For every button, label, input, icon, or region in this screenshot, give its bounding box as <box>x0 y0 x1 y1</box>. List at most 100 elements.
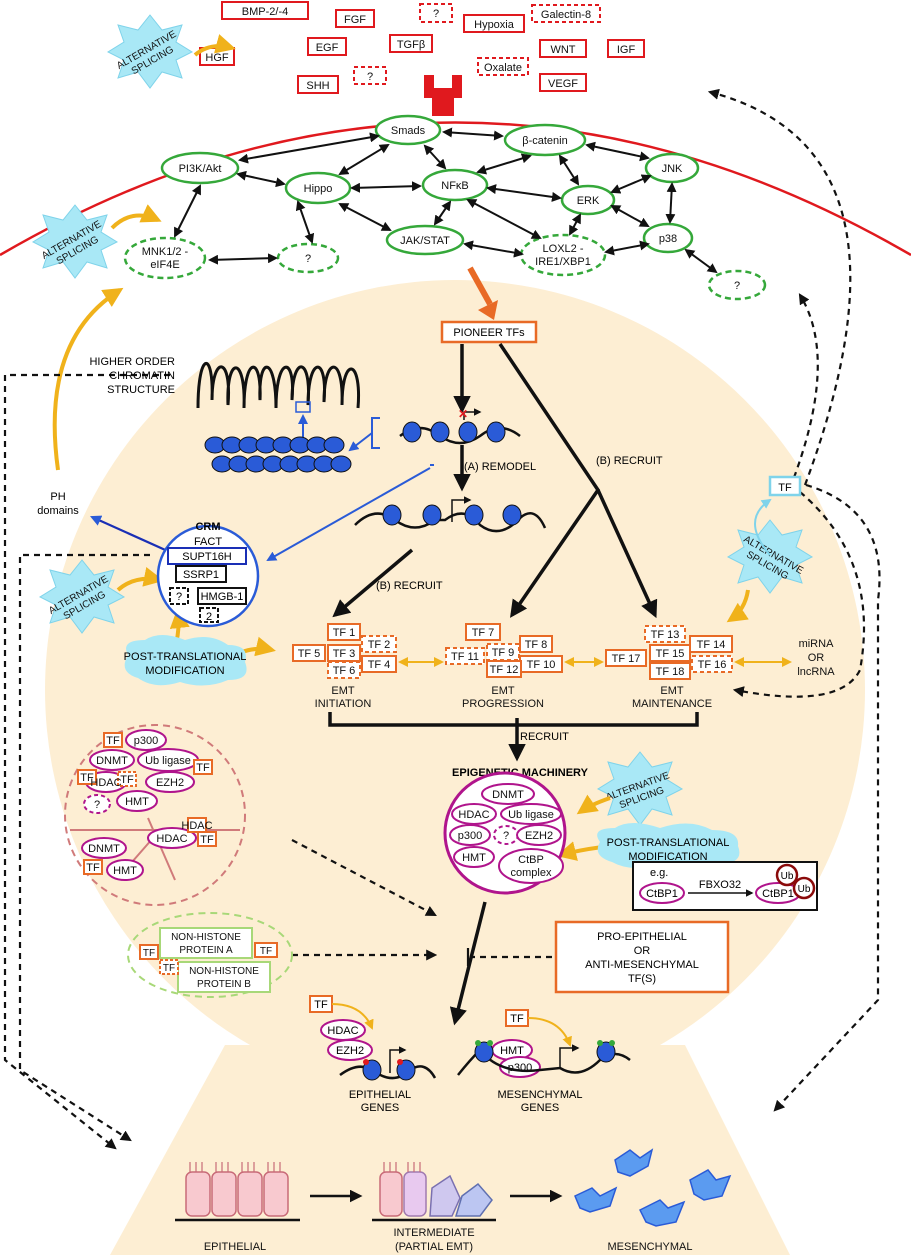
compact-chromatin-icon <box>204 436 352 473</box>
crm-title: CRM <box>195 521 220 533</box>
tf-18: TF 18 <box>656 666 685 678</box>
lc-p300: p300 <box>134 735 158 747</box>
node-ire1: IRE1/XBP1 <box>535 256 591 268</box>
stage-mesenchymal: MESENCHYMAL <box>608 1241 693 1253</box>
em-unknown: ? <box>503 830 509 842</box>
lc-tf-6: TF <box>86 862 100 874</box>
stage-intermediate-1: INTERMEDIATE <box>393 1227 474 1239</box>
lc-unknown: ? <box>94 799 100 811</box>
stage-intermediate-2: (PARTIAL EMT) <box>395 1241 473 1253</box>
ligand-igf: IGF <box>617 44 636 56</box>
node-eif4e: eIF4E <box>150 259 179 271</box>
crm-ssrp1: SSRP1 <box>183 569 219 581</box>
lc-tf-2: TF <box>80 772 94 784</box>
node-erk: ERK <box>577 195 600 207</box>
recruit-b-label: (B) RECRUIT <box>596 455 663 467</box>
ligand-oxalate: Oxalate <box>484 62 522 74</box>
epi-ezh2: EZH2 <box>336 1045 364 1057</box>
mirna-2: OR <box>808 652 825 664</box>
ligand-unknown-2: ? <box>367 71 373 83</box>
ctbp1-b: CtBP1 <box>762 888 794 900</box>
nucleosome-dna-open <box>354 496 547 533</box>
ligand-wnt: WNT <box>550 44 575 56</box>
crm-fact: FACT <box>194 536 222 548</box>
em-hmt: HMT <box>462 852 486 864</box>
mes-genes-1: MESENCHYMAL <box>498 1089 583 1101</box>
alt-splicing-star-4: ALTERNATIVESPLICING <box>726 519 814 594</box>
epi-genes-1: EPITHELIAL <box>349 1089 411 1101</box>
em-ctbp-complex: complex <box>511 867 552 879</box>
tf-16: TF 16 <box>698 659 727 671</box>
node-loxl2: LOXL2 - <box>543 243 584 255</box>
em-dnmt: DNMT <box>492 789 524 801</box>
lc-ezh2: EZH2 <box>156 777 184 789</box>
nh-a1: NON-HISTONE <box>171 932 241 943</box>
ligand-fgf: FGF <box>344 14 366 26</box>
ligand-vegf: VEGF <box>548 78 578 90</box>
cell-membrane <box>0 121 911 257</box>
alt-splicing-star-2: ALTERNATIVESPLICING <box>31 204 119 279</box>
lc-tf-5: TF <box>200 834 214 846</box>
epithelial-cells-icon <box>175 1162 300 1222</box>
lc-hdac-3: HDAC <box>156 833 187 845</box>
em-p300: p300 <box>458 830 482 842</box>
tf-15: TF 15 <box>656 648 685 660</box>
remodel-label: (A) REMODEL <box>464 461 536 473</box>
signaling-arrows <box>174 127 718 274</box>
alt-splicing-star-3: ALTERNATIVESPLICING <box>38 559 126 634</box>
nh-tf-2: TF <box>260 946 272 957</box>
main-arrows <box>332 343 658 1026</box>
epi-genes-2: GENES <box>361 1102 400 1114</box>
ph-arrow <box>89 515 173 555</box>
crm-unknown-2: 2 <box>206 611 212 623</box>
ligand-tgfb: TGFβ <box>397 39 425 51</box>
ligand-egf: EGF <box>316 42 339 54</box>
lc-tf-3: TF <box>120 774 134 786</box>
ligand-bmp: BMP-2/-4 <box>242 6 288 18</box>
tf-7: TF 7 <box>472 627 495 639</box>
lc-dnmt-2: DNMT <box>88 843 120 855</box>
fbxo32: FBXO32 <box>699 879 741 891</box>
mirna-1: miRNA <box>799 638 834 650</box>
tf-4: TF 4 <box>368 659 391 671</box>
emt-progression-1: EMT <box>491 685 515 697</box>
tf-spliced: TF <box>778 482 792 494</box>
node-unknown-1: ? <box>305 253 311 265</box>
ligand-boxes <box>199 1 645 94</box>
ligand-galectin: Galectin-8 <box>541 9 591 21</box>
emt-maintenance-2: MAINTENANCE <box>632 698 712 710</box>
tf-12: TF 12 <box>490 664 519 676</box>
nh-tf-1: TF <box>143 948 155 959</box>
emt-initiation-1: EMT <box>331 685 355 697</box>
epi-tf: TF <box>314 999 328 1011</box>
lc-hdac-2: HDAC <box>181 820 212 832</box>
node-jnk: JNK <box>662 163 683 175</box>
ctbp1-a: CtBP1 <box>646 888 678 900</box>
nucleus <box>45 280 865 1100</box>
tf-14: TF 14 <box>697 639 726 651</box>
emt-maintenance-1: EMT <box>660 685 684 697</box>
lc-hmt: HMT <box>125 796 149 808</box>
mes-genes-2: GENES <box>521 1102 560 1114</box>
complex-group-left: p300 TF DNMT Ub ligase HDAC TF TF EZH2 T… <box>64 724 246 906</box>
ligand-unknown-1: ? <box>433 8 439 20</box>
tf-3: TF 3 <box>333 648 356 660</box>
ub-tag-1: Ub <box>781 871 794 882</box>
node-bcatenin: β-catenin <box>522 135 567 147</box>
intermediate-cells-icon <box>372 1162 496 1222</box>
receptor-icon <box>424 75 462 116</box>
tf-10: TF 10 <box>527 659 556 671</box>
tf-11: TF 11 <box>451 651 479 663</box>
signaling-nodes <box>123 114 767 301</box>
pro-epithelial-box <box>554 920 730 994</box>
feedback-arrows <box>3 88 881 1150</box>
tf-9: TF 9 <box>492 647 515 659</box>
eg-label: e.g. <box>650 867 668 879</box>
